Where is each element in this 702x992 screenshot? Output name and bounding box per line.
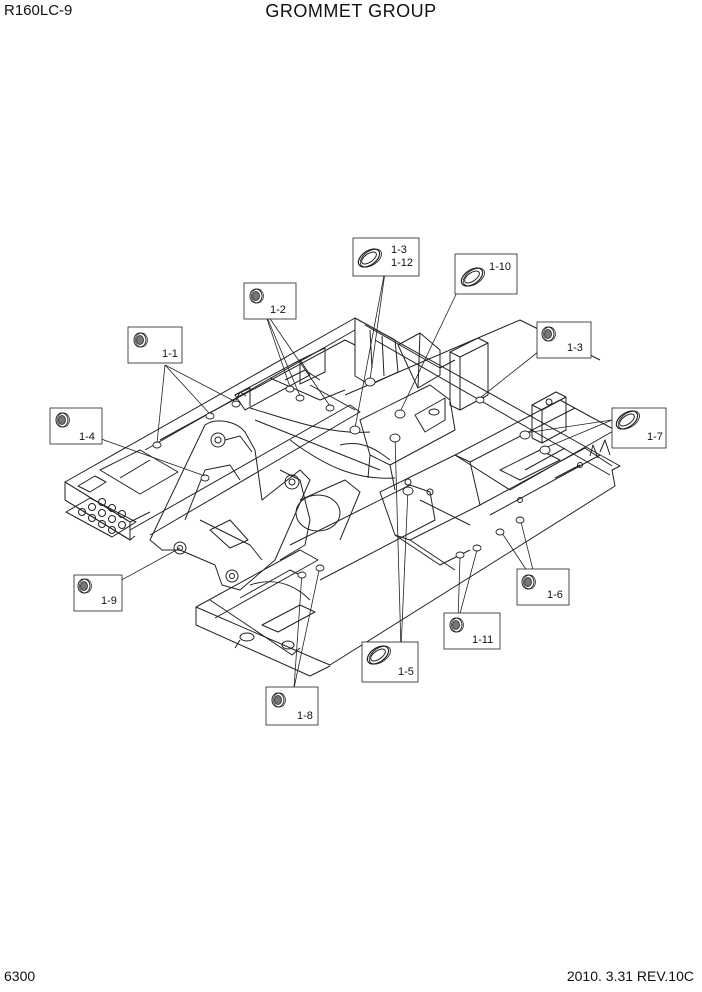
callout-label: 1-4: [79, 431, 95, 443]
revision-date: 2010. 3.31 REV.10C: [566, 968, 694, 984]
round-grommet-icon: [541, 326, 556, 342]
callout-1-4: 1-4: [49, 407, 103, 445]
round-grommet-icon: [449, 617, 464, 633]
callout-label: 1-2: [270, 304, 286, 316]
callout-label: 1-7: [647, 431, 663, 443]
callout-label: 1-6: [547, 589, 563, 601]
callout-label: 1-8: [297, 710, 313, 722]
leader-lines: [75, 264, 613, 689]
callout-1-3b: 1-3: [536, 321, 592, 359]
callout-1-6: 1-6: [516, 568, 570, 606]
round-grommet-icon: [55, 412, 70, 428]
round-grommet-icon: [521, 574, 536, 590]
callout-label: 1-3: [567, 342, 583, 354]
model-number: R160LC-9: [4, 2, 73, 19]
round-grommet-icon: [249, 288, 264, 304]
callout-1-5: 1-5: [361, 641, 419, 683]
callout-1-1: 1-1: [127, 326, 183, 364]
callout-1-2: 1-2: [243, 282, 297, 320]
callout-1-10: 1-10: [454, 253, 518, 295]
round-grommet-icon: [271, 692, 286, 708]
frame-grommet-markers: [152, 377, 551, 579]
round-grommet-icon: [77, 578, 92, 594]
callout-1-3-1-12: 1-3 1-12: [352, 237, 420, 277]
callout-label: 1-10: [489, 261, 511, 273]
callout-label: 1-9: [101, 595, 117, 607]
callout-label: 1-5: [398, 666, 414, 678]
callout-1-8: 1-8: [265, 686, 319, 726]
callout-label: 1-11: [472, 634, 493, 646]
page-title: GROMMET GROUP: [265, 1, 437, 21]
callout-1-11: 1-11: [443, 612, 501, 650]
callout-1-9: 1-9: [73, 574, 123, 612]
page-number: 6300: [4, 968, 36, 984]
upper-frame-drawing: [64, 317, 621, 677]
callout-label: 1-3: [391, 244, 407, 256]
round-grommet-icon: [133, 332, 148, 348]
callout-label: 1-1: [162, 348, 178, 360]
callout-label: 1-12: [391, 257, 413, 269]
callout-1-7: 1-7: [611, 406, 667, 449]
